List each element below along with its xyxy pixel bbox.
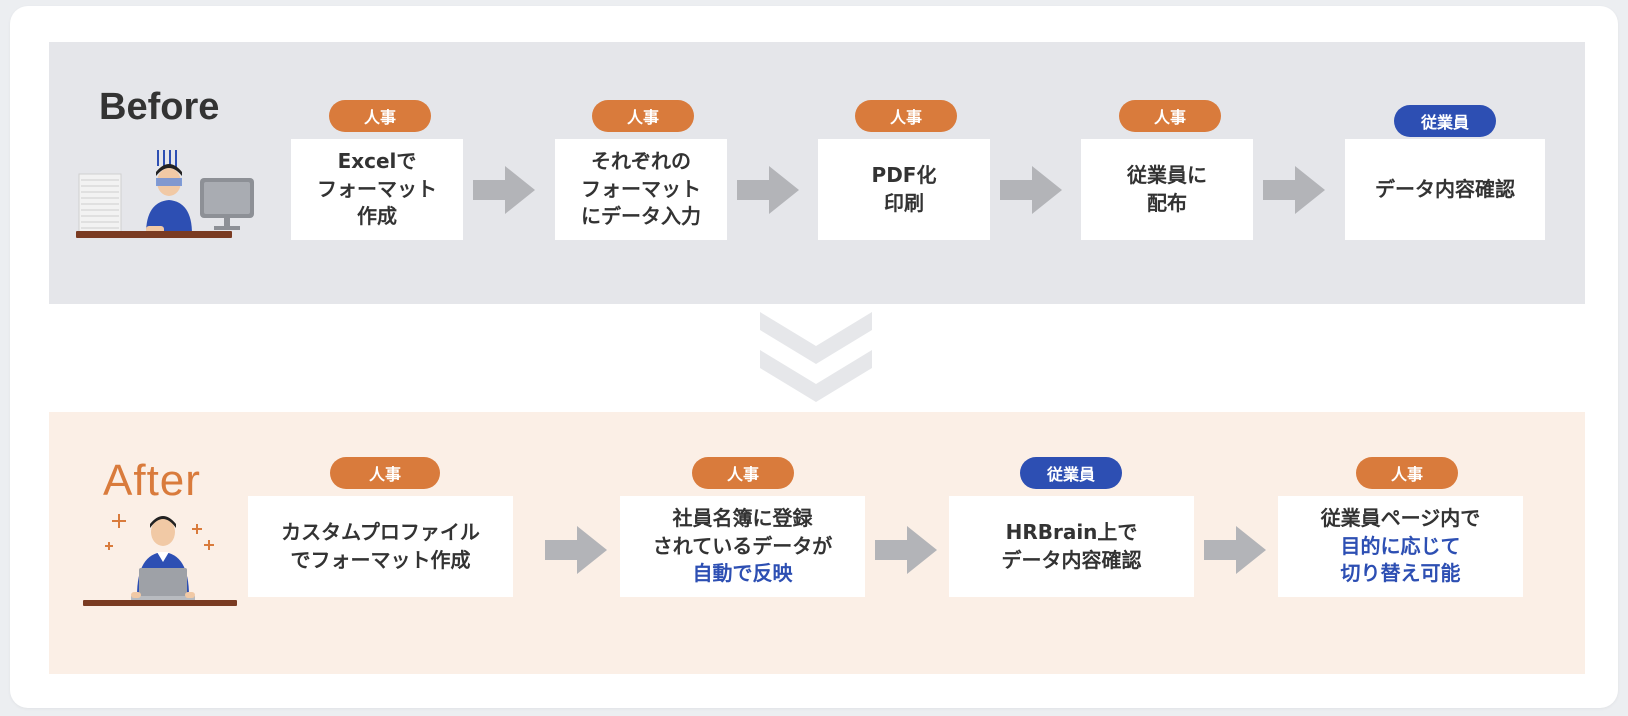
before-step-2: それぞれのフォーマットにデータ入力 xyxy=(555,139,727,240)
after-label: After xyxy=(103,456,201,505)
right-arrow-icon xyxy=(473,166,535,214)
right-arrow-icon xyxy=(1263,166,1325,214)
stress-lines-icon xyxy=(157,150,177,168)
before-step-1: Excelでフォーマット作成 xyxy=(291,139,463,240)
paper-stack-icon xyxy=(78,173,122,235)
right-arrow-icon xyxy=(545,526,607,574)
role-tag-hr: 人事 xyxy=(855,100,957,132)
relaxed-worker-illustration xyxy=(83,514,237,606)
right-arrow-icon xyxy=(737,166,799,214)
right-arrow-icon xyxy=(1204,526,1266,574)
laptop-icon xyxy=(131,568,195,600)
role-tag-employee: 従業員 xyxy=(1020,457,1122,489)
stressed-worker-illustration xyxy=(76,150,254,238)
before-panel: Before 人事 Excelで xyxy=(49,42,1585,304)
right-arrow-icon xyxy=(1000,166,1062,214)
after-step-4: 従業員ページ内で目的に応じて切り替え可能 xyxy=(1278,496,1523,597)
after-panel: After 人事 カスタムプロファイルでフォーマット作成 人事 社員名簿に登録さ… xyxy=(49,412,1585,674)
before-step-5: データ内容確認 xyxy=(1345,139,1545,240)
after-step-3: HRBrain上でデータ内容確認 xyxy=(949,496,1194,597)
role-tag-hr: 人事 xyxy=(1119,100,1221,132)
before-step-3: PDF化印刷 xyxy=(818,139,990,240)
before-label: Before xyxy=(99,86,220,128)
role-tag-hr: 人事 xyxy=(1356,457,1458,489)
before-step-4: 従業員に配布 xyxy=(1081,139,1253,240)
desk-icon xyxy=(83,600,237,606)
sparkle-icon xyxy=(105,514,214,550)
role-tag-hr: 人事 xyxy=(330,457,440,489)
after-step-2: 社員名簿に登録されているデータが自動で反映 xyxy=(620,496,865,597)
after-step-1: カスタムプロファイルでフォーマット作成 xyxy=(248,496,513,597)
double-chevron-down-icon xyxy=(760,312,872,402)
role-tag-hr: 人事 xyxy=(592,100,694,132)
worker-icon xyxy=(146,164,192,234)
role-tag-hr: 人事 xyxy=(329,100,431,132)
right-arrow-icon xyxy=(875,526,937,574)
monitor-icon xyxy=(200,178,254,230)
role-tag-employee: 従業員 xyxy=(1394,105,1496,137)
desk-icon xyxy=(76,231,232,238)
role-tag-hr: 人事 xyxy=(692,457,794,489)
